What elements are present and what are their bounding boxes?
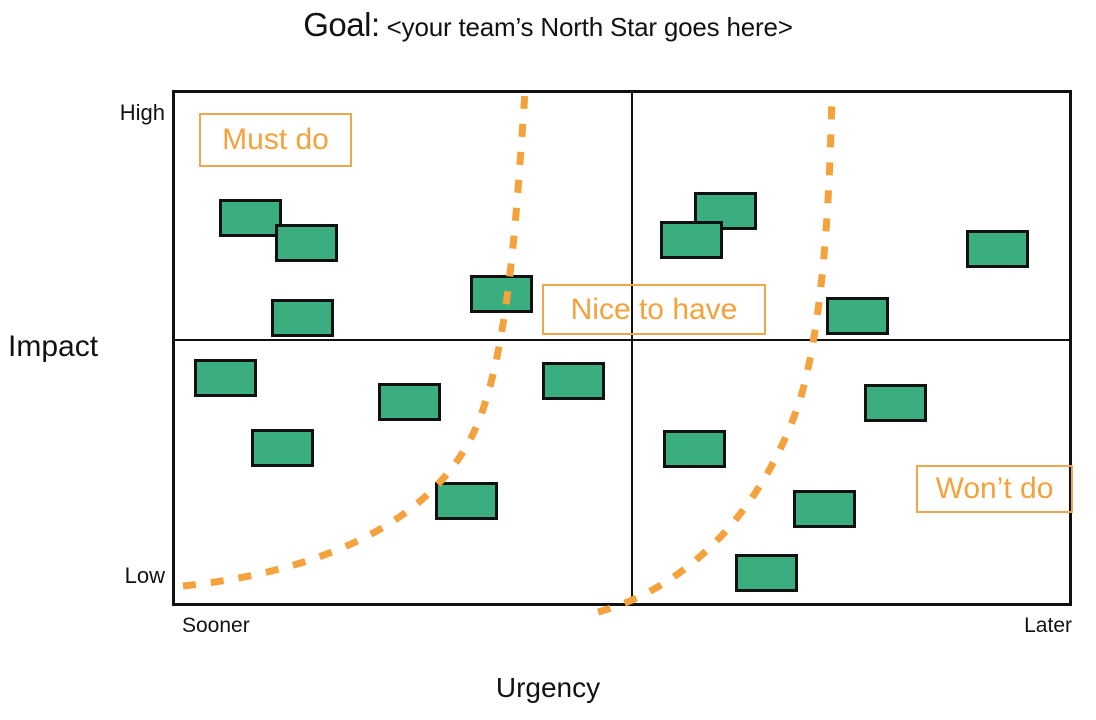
prioritization-matrix-plot: [172, 90, 1072, 606]
quadrant-label-nice-to-have-text: Nice to have: [570, 292, 738, 326]
sticky-note[interactable]: [735, 554, 798, 592]
quadrant-label-nice-to-have[interactable]: Nice to have: [542, 284, 766, 335]
quadrant-label-wont-do-text: Won’t do: [935, 472, 1054, 505]
x-axis-tick-later: Later: [1024, 614, 1072, 637]
sticky-note[interactable]: [864, 384, 927, 422]
x-axis-label: Urgency: [495, 672, 601, 703]
sticky-note[interactable]: [966, 230, 1029, 268]
title-goal-prefix: Goal:: [303, 6, 380, 43]
sticky-note[interactable]: [542, 362, 605, 400]
sticky-note[interactable]: [470, 275, 533, 313]
quadrant-divider-vertical: [631, 93, 633, 603]
quadrant-divider-horizontal: [175, 339, 1069, 341]
sticky-note[interactable]: [826, 297, 889, 335]
quadrant-label-wont-do[interactable]: Won’t do: [916, 465, 1073, 513]
sticky-note[interactable]: [194, 359, 257, 397]
sticky-note[interactable]: [219, 199, 282, 237]
sticky-note[interactable]: [660, 221, 723, 259]
y-axis-tick-high: High: [119, 100, 165, 125]
quadrant-label-must-do[interactable]: Must do: [199, 113, 352, 167]
sticky-note[interactable]: [435, 482, 498, 520]
sticky-note[interactable]: [251, 429, 314, 467]
x-axis-tick-sooner: Sooner: [182, 614, 250, 637]
y-axis-tick-low: Low: [124, 563, 165, 588]
title-goal-rest: <your team’s North Star goes here>: [379, 12, 793, 42]
sticky-note[interactable]: [275, 224, 338, 262]
sticky-note[interactable]: [793, 490, 856, 528]
page-title: Goal: <your team’s North Star goes here>: [0, 6, 1096, 44]
quadrant-label-must-do-text: Must do: [222, 123, 329, 156]
sticky-note[interactable]: [378, 383, 441, 421]
y-axis-label: Impact: [8, 330, 99, 363]
sticky-note[interactable]: [271, 299, 334, 337]
sticky-note[interactable]: [663, 430, 726, 468]
